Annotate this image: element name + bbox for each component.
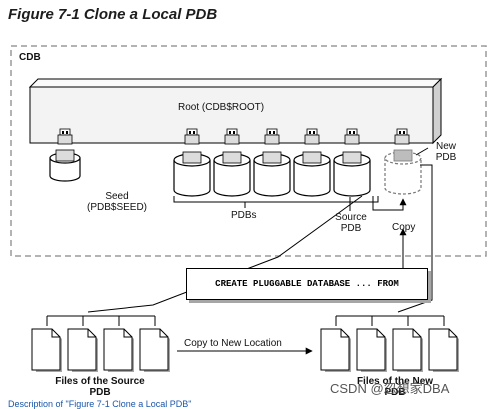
figure-title: Figure 7-1 Clone a Local PDB bbox=[8, 6, 218, 23]
new-pdb-file-group bbox=[320, 315, 459, 372]
source-files-label: Files of the Source PDB bbox=[55, 376, 145, 398]
pdbs-label: PDBs bbox=[231, 210, 257, 221]
copy-to-new-location-label: Copy to New Location bbox=[184, 338, 282, 349]
file-document-icon bbox=[320, 328, 351, 372]
pdb-database-icon bbox=[293, 151, 331, 197]
source-pdb-label: Source PDB bbox=[335, 212, 367, 234]
file-document-icon bbox=[31, 328, 62, 372]
figure-description-link[interactable]: Description of "Figure 7-1 Clone a Local… bbox=[8, 399, 192, 409]
root-label: Root (CDB$ROOT) bbox=[178, 102, 265, 113]
new-pdb-database-icon bbox=[384, 149, 422, 195]
pdbs-bracket bbox=[173, 196, 379, 203]
plug-connector-icon bbox=[57, 128, 73, 145]
copy-label: Copy bbox=[392, 222, 416, 233]
file-document-icon bbox=[428, 328, 459, 372]
plug-connector-icon bbox=[394, 128, 410, 145]
sql-command-box: CREATE PLUGGABLE DATABASE ... FROM bbox=[186, 268, 428, 300]
plug-connector-icon bbox=[184, 128, 200, 145]
file-document-icon bbox=[139, 328, 170, 372]
file-document-icon bbox=[103, 328, 134, 372]
new-pdb-to-files-line bbox=[397, 164, 433, 313]
file-document-icon bbox=[67, 328, 98, 372]
source-pdb-database-icon bbox=[333, 151, 371, 197]
pdb-database-icon bbox=[213, 151, 251, 197]
source-pdb-file-group bbox=[31, 315, 170, 372]
plug-connector-icon bbox=[224, 128, 240, 145]
plug-connector-icon bbox=[304, 128, 320, 145]
seed-database-icon bbox=[49, 149, 81, 182]
new-pdb-pointer bbox=[415, 147, 429, 156]
root-container-box bbox=[28, 77, 443, 145]
plug-connector-icon bbox=[264, 128, 280, 145]
cdb-container bbox=[10, 45, 487, 257]
pdb-database-icon bbox=[253, 151, 291, 197]
new-files-label: Files of the New PDB bbox=[356, 376, 434, 398]
file-document-icon bbox=[356, 328, 387, 372]
cdb-label: CDB bbox=[19, 52, 41, 63]
copy-arrow bbox=[372, 196, 407, 211]
seed-label: Seed (PDB$SEED) bbox=[86, 191, 147, 213]
new-pdb-label: New PDB bbox=[435, 141, 457, 163]
pdb-database-icon bbox=[173, 151, 211, 197]
file-document-icon bbox=[392, 328, 423, 372]
plug-connector-icon bbox=[344, 128, 360, 145]
sql-command-text: CREATE PLUGGABLE DATABASE ... FROM bbox=[215, 279, 399, 289]
watermark: CSDN @忽想家DBA bbox=[330, 381, 450, 396]
